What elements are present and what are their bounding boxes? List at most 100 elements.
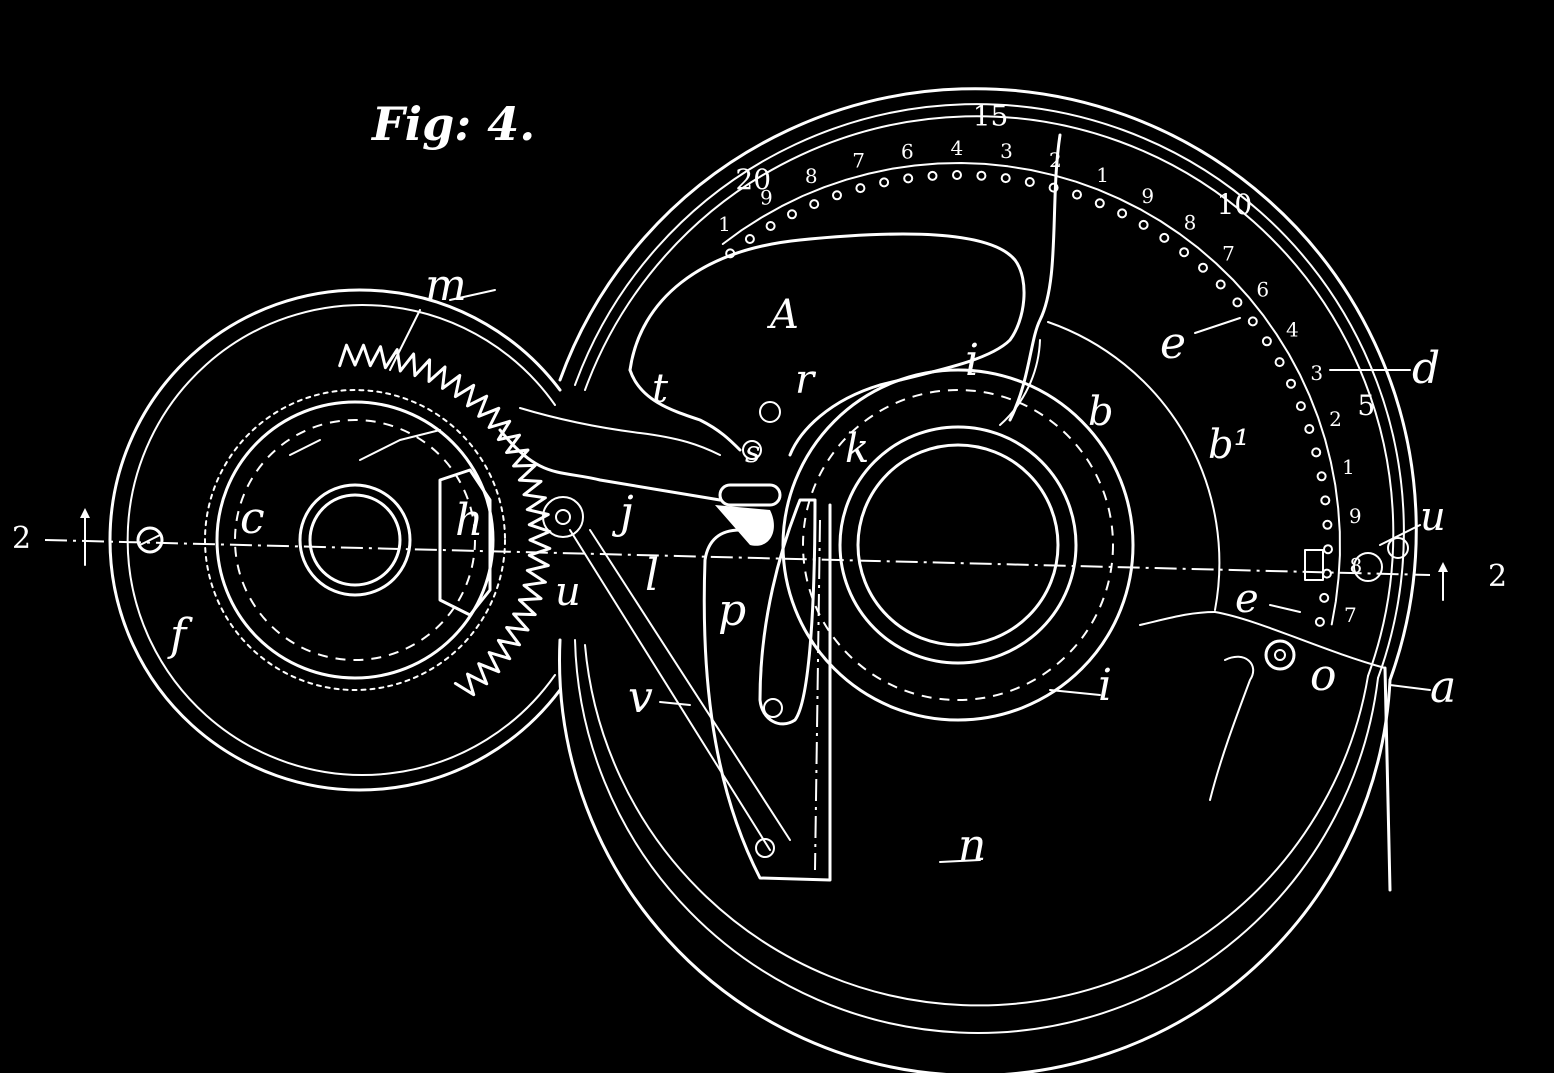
scale-minor-number: 9 (1141, 184, 1154, 208)
label-l: l (645, 550, 659, 601)
barrel-assembly (204, 389, 506, 691)
scale-minor-number: 8 (1350, 554, 1363, 578)
scale-minor-number: 3 (1310, 361, 1323, 385)
scale-minor-number: 4 (951, 136, 964, 160)
screw-o (1209, 639, 1296, 801)
scale-hole (1304, 424, 1315, 434)
indicator-u (1304, 537, 1409, 582)
leader-lines (389, 289, 1431, 863)
scale-hole (1094, 198, 1105, 209)
scale-minor-number: 6 (1256, 278, 1269, 302)
scale-hole (879, 177, 890, 188)
spring-plate (519, 232, 1026, 457)
scale-hole (1319, 592, 1330, 603)
label-n: n (958, 820, 986, 871)
scale-hole (1321, 568, 1332, 579)
scale-hole (1179, 247, 1190, 258)
scale-hole (809, 199, 820, 210)
scale-minor-number: 1 (1342, 455, 1355, 479)
scale-hole (787, 209, 797, 220)
scale-arc (721, 162, 1341, 626)
scale-hole (1159, 232, 1170, 243)
scale-hole (1316, 471, 1327, 482)
scale-hole (1311, 447, 1322, 458)
scale-hole (1138, 219, 1149, 230)
section-line (44, 508, 1448, 601)
click-pawl (715, 401, 782, 546)
scale-hole (1048, 182, 1059, 193)
scale-minor-number: 7 (852, 149, 865, 173)
scale-holes (721, 162, 1341, 627)
label-t: t (652, 366, 669, 412)
label-b: b (1088, 389, 1114, 435)
label-d: d (1412, 343, 1440, 394)
scale-hole (1323, 544, 1333, 555)
label-p: p (718, 585, 746, 636)
scale-minor-number: 3 (1000, 139, 1013, 163)
scale-hole (952, 170, 962, 180)
scale-hole (1314, 616, 1325, 627)
label-i-top: i (965, 335, 979, 386)
scale-minor-number: 1 (718, 212, 731, 236)
scale-hole (1261, 336, 1272, 347)
label-h: h (455, 495, 483, 546)
arm-j (498, 428, 791, 858)
scale-hole (1000, 173, 1011, 184)
scale-plate (1008, 133, 1386, 669)
reference-letters: A m t r s k i b b¹ d e e u u c h j l p v… (12, 260, 1507, 871)
label-v: v (628, 672, 653, 723)
scale-hole (1215, 279, 1226, 290)
label-f: f (167, 610, 193, 661)
scale-minor-number: 8 (805, 164, 818, 188)
scale-major-number: 20 (735, 163, 771, 196)
scale-hole (1072, 189, 1082, 200)
scale-hole (855, 183, 866, 194)
label-o: o (1310, 650, 1337, 701)
scale-major-number: 5 (1357, 389, 1375, 422)
scale-hole (1024, 177, 1035, 187)
scale-major-number: 15 (973, 99, 1009, 132)
lever-p (702, 498, 832, 882)
scale-hole (1322, 519, 1333, 530)
scale-hole (1320, 495, 1331, 506)
scale-hole (1198, 262, 1208, 273)
label-i-bottom: i (1098, 660, 1112, 711)
label-m: m (425, 260, 467, 311)
scale-hole (1247, 316, 1258, 327)
label-j: j (611, 487, 634, 538)
scale-hole (1232, 297, 1243, 308)
section-label-right: 2 (1488, 559, 1507, 594)
section-label-left: 2 (12, 521, 31, 556)
scale-hole (1286, 378, 1296, 389)
scale-minor-number: 1 (1096, 163, 1109, 187)
label-r: r (795, 357, 817, 403)
scale-hole (1295, 401, 1306, 412)
label-u-right: u (1420, 494, 1446, 540)
scale-hole (976, 170, 987, 181)
scale-hole (903, 173, 914, 184)
scale-major-number: 10 (1217, 188, 1253, 221)
ratchet-wheel (338, 343, 552, 697)
scale-hole (1117, 208, 1128, 219)
main-case (558, 87, 1418, 1073)
scale-hole (927, 170, 938, 181)
scale-hole (1274, 357, 1285, 368)
scale-minor-number: 6 (901, 139, 914, 163)
hub-assembly (781, 339, 1135, 722)
scale-minor-number: 7 (1344, 603, 1357, 627)
label-k: k (845, 426, 869, 472)
small-case (108, 288, 562, 792)
label-c: c (240, 493, 265, 544)
scale-hole (744, 234, 755, 244)
label-e-bottom: e (1235, 576, 1259, 622)
label-s: s (745, 435, 760, 470)
scale-minor-number: 8 (1184, 210, 1197, 234)
scale-minor-number: 2 (1329, 407, 1342, 431)
scale-hole (832, 190, 842, 201)
label-u-left: u (555, 569, 581, 615)
label-b1: b¹ (1208, 422, 1250, 468)
scale-minor-number: 7 (1222, 242, 1235, 266)
